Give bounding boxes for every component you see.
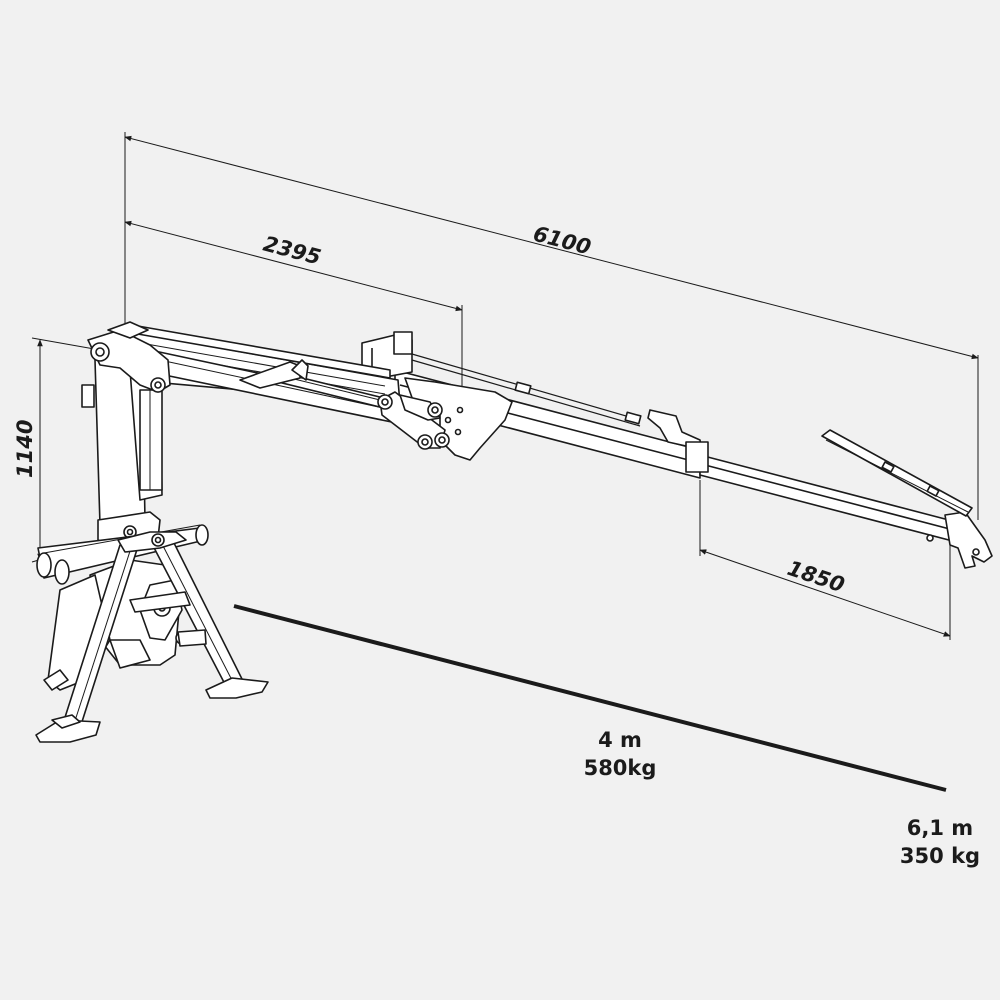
spec-short-reach: 4 m 580kg	[560, 726, 680, 782]
dim-overall-length: 6100	[531, 222, 594, 260]
spec-full-reach: 6,1 m 350 kg	[880, 814, 1000, 870]
spec-full-reach-distance: 6,1 m	[906, 816, 974, 840]
dim-extension: 1850	[784, 556, 847, 597]
dimension-lines	[31, 132, 979, 640]
spec-short-reach-capacity: 580kg	[583, 756, 657, 780]
dim-inner-length: 2395	[261, 232, 324, 270]
spec-full-reach-capacity: 350 kg	[899, 844, 981, 868]
dim-height: 1140	[13, 420, 37, 478]
crane-drawing	[35, 321, 993, 743]
reach-line	[233, 604, 947, 792]
spec-short-reach-distance: 4 m	[598, 728, 642, 752]
